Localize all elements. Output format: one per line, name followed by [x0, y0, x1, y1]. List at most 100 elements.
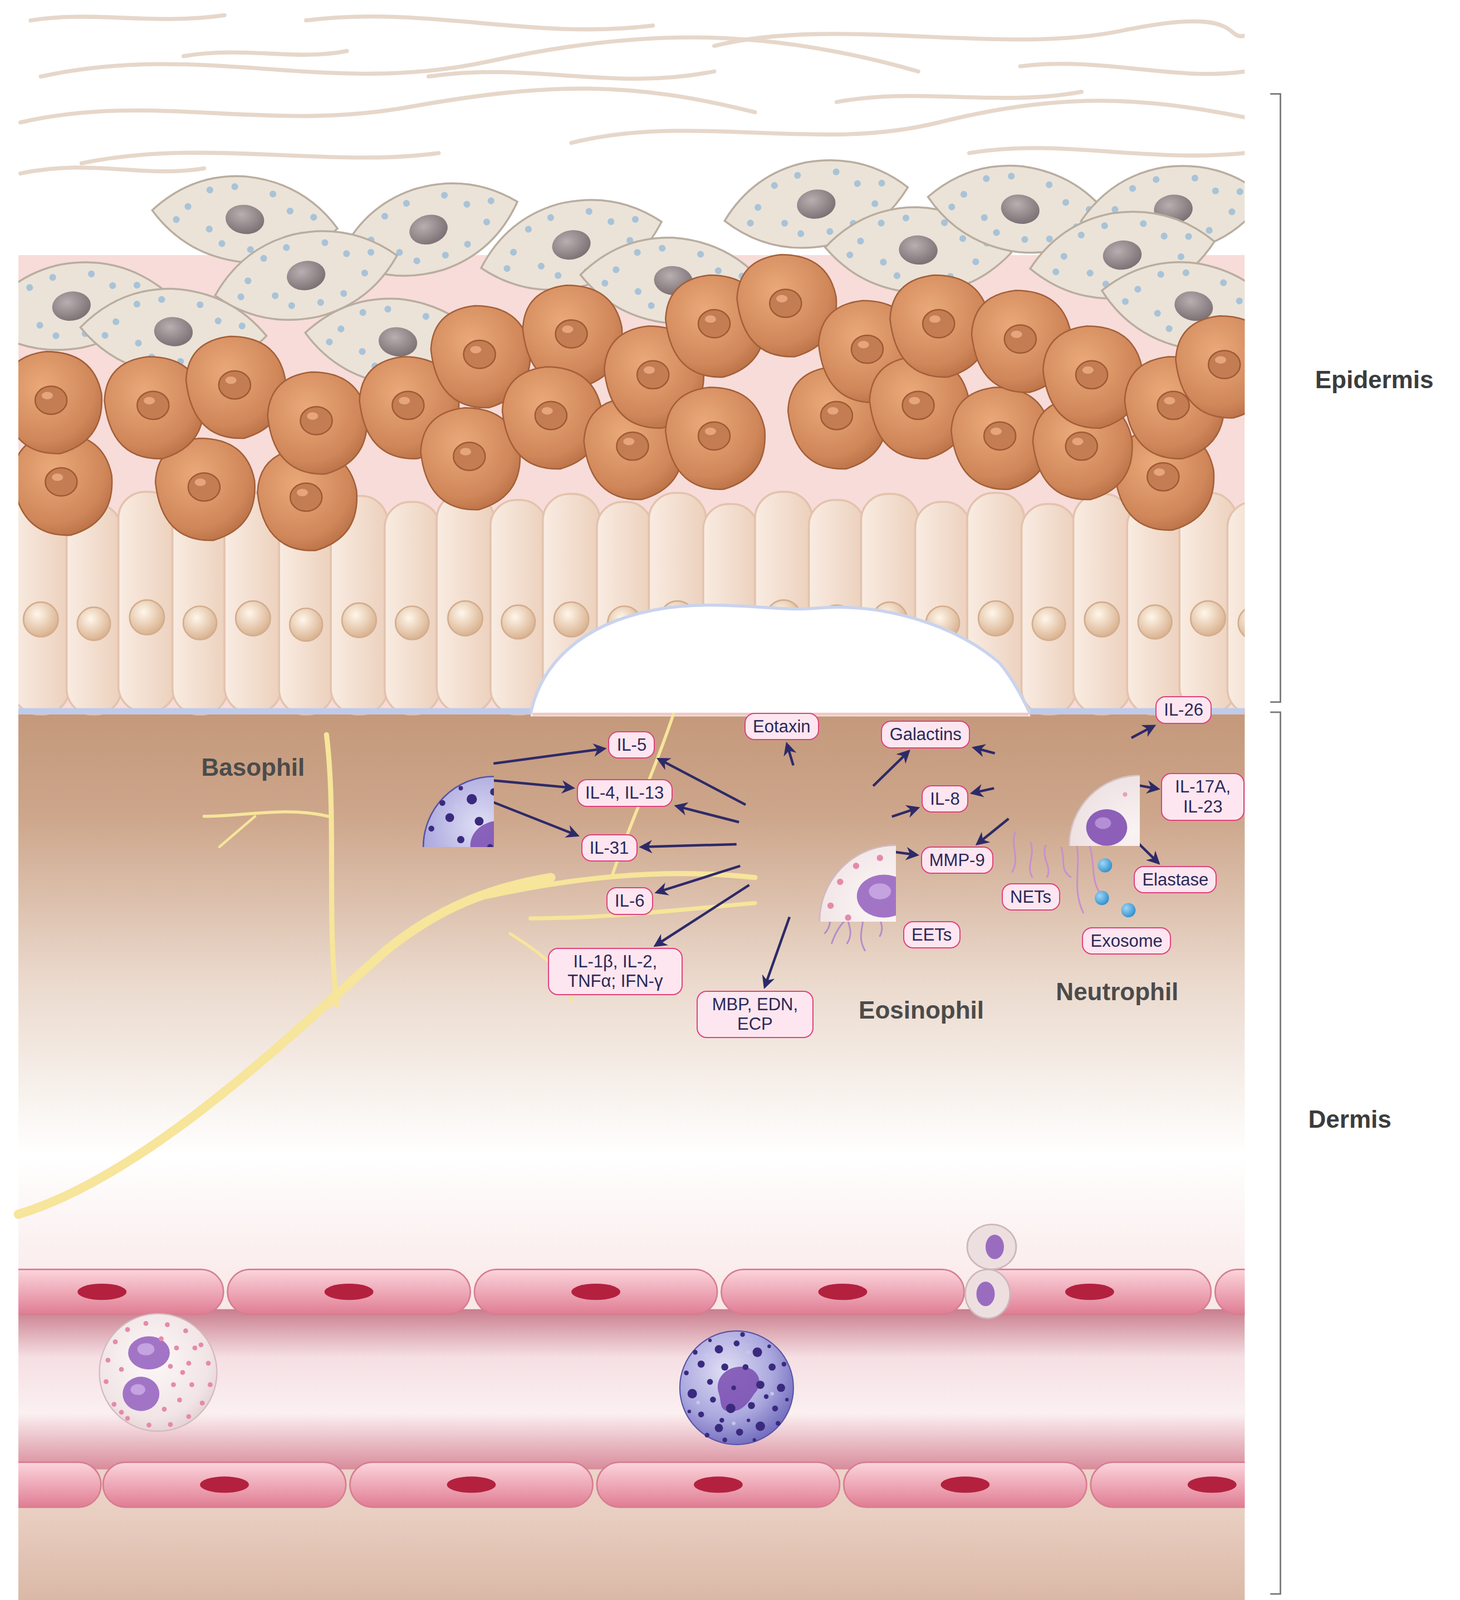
secretion-arrow [1138, 785, 1154, 788]
cell-shape [736, 762, 896, 922]
blister-cavity [530, 605, 1031, 717]
spinous-cells [665, 386, 766, 489]
cytokine-label: IL-8 [929, 789, 960, 810]
secretion-arrow [488, 800, 573, 834]
cytokine-box: Exosome [1081, 927, 1172, 955]
blister-edge [530, 605, 1031, 715]
basal-cells [66, 503, 122, 715]
secretion-arrow [977, 787, 995, 792]
basal-cells [1227, 501, 1245, 714]
cytokine-box: IL-8 [921, 785, 969, 813]
basal-cells [1127, 500, 1183, 715]
layer-brackets [1270, 94, 1281, 703]
secretion-arrow [646, 844, 737, 847]
secretion-arrow [892, 809, 914, 817]
cytokine-label: Galactins [889, 724, 962, 745]
blood-vessel [99, 1313, 217, 1432]
cytokine-box: NETs [1001, 883, 1061, 911]
spinous-cells [267, 371, 368, 474]
basal-cells [490, 500, 547, 715]
cytokine-box: MBP, EDN, ECP [696, 990, 815, 1038]
blood-vessel [103, 1462, 346, 1508]
secretion-arrow [981, 818, 1009, 841]
net-strands [1030, 841, 1033, 878]
cell-node: Eosinophil [736, 762, 896, 922]
cytokine-label: IL-31 [589, 838, 630, 859]
cell-shape [346, 699, 494, 847]
cytokine-box: MMP-9 [920, 846, 994, 875]
cytokine-box: IL-31 [581, 834, 638, 862]
secretion-arrow [895, 851, 913, 855]
basal-cells [436, 492, 494, 714]
cytokine-box: IL-6 [606, 887, 654, 915]
cell-shape [1069, 775, 1140, 846]
secretion-arrow [493, 780, 568, 788]
stratum-corneum [714, 21, 1246, 46]
dermis-layer [18, 708, 1245, 1600]
cytokine-box: IL-5 [608, 731, 655, 759]
net-strands [1044, 844, 1049, 878]
cell-shape [423, 776, 494, 847]
cell-shape [992, 698, 1140, 846]
blood-vessel [1214, 1269, 1245, 1315]
blood-vessel [679, 1330, 794, 1445]
secretion-arrow [493, 748, 600, 764]
stratum-corneum [571, 100, 1245, 144]
stratum-corneum [20, 88, 756, 123]
blood-vessel [349, 1462, 593, 1508]
stratum-corneum [969, 148, 1246, 156]
nerve-fibres [219, 816, 256, 847]
nerve-fibres [18, 714, 756, 1215]
cytokine-box: IL-1β, IL-2, TNFα; IFN-γ [547, 947, 683, 996]
secretion-arrow [659, 884, 750, 943]
cytokine-label: Elastase [1142, 869, 1209, 890]
cytokine-box: EETs [903, 920, 961, 949]
blood-vessel [1090, 1462, 1246, 1508]
cytokine-label: MMP-9 [929, 850, 986, 871]
layer-label: Epidermis [1315, 365, 1434, 394]
blood-vessel [227, 1269, 471, 1315]
stratum-corneum [1020, 64, 1245, 75]
cytokine-box: Eotaxin [744, 712, 820, 741]
cytokine-label: IL-1β, IL-2, TNFα; IFN-γ [556, 951, 675, 992]
spinous-cells [18, 351, 102, 454]
secretion-arrow [661, 865, 741, 891]
cell-label: Neutrophil [1055, 977, 1179, 1006]
stratum-corneum [20, 167, 205, 174]
basal-cells [384, 501, 440, 714]
blood-vessel [18, 1309, 1245, 1470]
cytokine-label: Exosome [1090, 931, 1163, 952]
nerve-fibres [203, 811, 329, 817]
exosome-dots [1098, 858, 1113, 873]
cytokine-label: IL-26 [1163, 699, 1204, 720]
cytokine-label: IL-5 [616, 735, 647, 756]
stratum-corneum [306, 16, 654, 30]
cytokine-box: IL-26 [1155, 696, 1212, 724]
dermis-layer [18, 708, 1245, 1600]
cell-label: Eosinophil [858, 996, 984, 1025]
blood-vessel [967, 1224, 1017, 1270]
blood-vessel [596, 1462, 840, 1508]
secretion-arrow [978, 748, 996, 754]
basement-membrane [18, 708, 1245, 715]
cytokine-label: MBP, EDN, ECP [704, 994, 806, 1035]
nerve-fibres [18, 877, 551, 1215]
basal-cells [118, 491, 176, 713]
blood-vessel [474, 1269, 718, 1315]
basal-cells [1073, 493, 1131, 715]
blood-vessel [985, 1234, 1004, 1259]
secretion-arrow [663, 761, 746, 805]
cytokine-box: Galactins [880, 720, 970, 749]
blood-vessel [976, 1281, 995, 1306]
stratum-corneum [81, 152, 439, 164]
net-strands [1076, 842, 1084, 913]
cytokine-box: IL-4, IL-13 [576, 779, 673, 807]
secretion-arrow [873, 754, 905, 786]
cytokine-box: Elastase [1133, 865, 1217, 894]
layer-brackets [1270, 712, 1281, 1594]
epidermis-layer [18, 15, 1245, 717]
stratum-corneum [20, 15, 1246, 174]
blood-vessel [721, 1269, 964, 1315]
stratum-corneum [30, 15, 225, 21]
